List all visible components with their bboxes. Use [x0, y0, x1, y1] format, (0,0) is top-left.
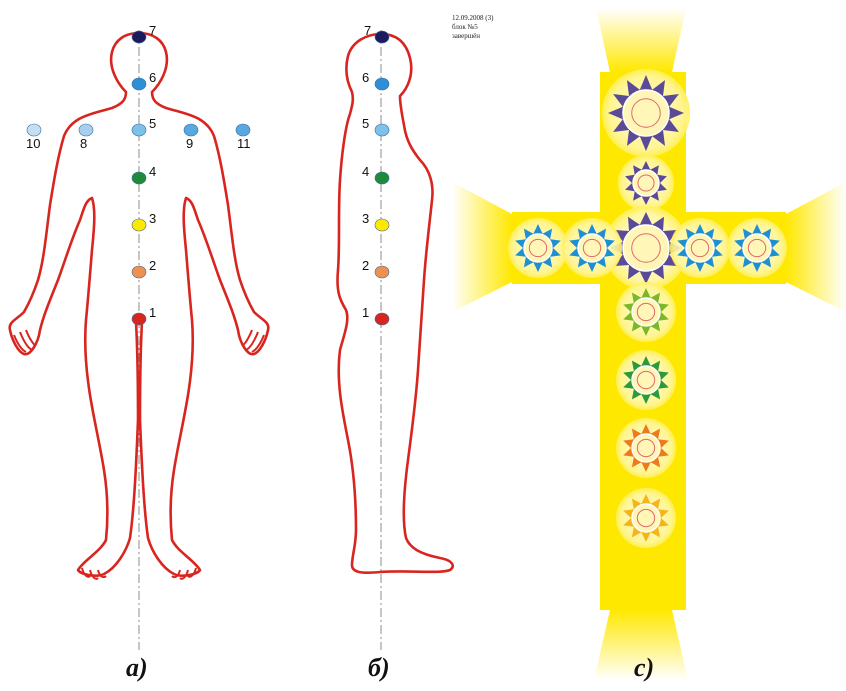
- side-point-1: [375, 313, 389, 325]
- front-point-10: [27, 124, 41, 136]
- front-view: 7 6 5 4 3 2 1 10 8 9 11: [10, 23, 269, 650]
- right-outer-chakra-icon: [727, 218, 787, 278]
- front-point-label-9: 9: [186, 136, 193, 151]
- heart-chakra-icon: [616, 350, 676, 410]
- front-point-label-8: 8: [80, 136, 87, 151]
- front-point-label-6: 6: [149, 70, 156, 85]
- front-point-label-1: 1: [149, 305, 156, 320]
- side-point-6: [375, 78, 389, 90]
- front-point-2: [132, 266, 146, 278]
- front-point-label-2: 2: [149, 258, 156, 273]
- front-point-label-5: 5: [149, 116, 156, 131]
- front-point-label-4: 4: [149, 164, 156, 179]
- front-point-label-11: 11: [237, 136, 251, 151]
- date-note: 12.09.2008 (3) блок №5 завершён: [452, 14, 494, 40]
- right-ray: [786, 182, 846, 312]
- front-point-3: [132, 219, 146, 231]
- side-point-7: [375, 31, 389, 43]
- side-point-2: [375, 266, 389, 278]
- side-point-label-4: 4: [362, 164, 369, 179]
- left-inner-chakra-icon: [562, 218, 622, 278]
- right-inner-chakra-icon: [670, 218, 730, 278]
- top-ray: [596, 8, 686, 72]
- sacral-chakra-icon: [616, 418, 676, 478]
- panel-label-c: с): [634, 653, 654, 682]
- front-point-1: [132, 313, 146, 325]
- front-point-11: [236, 124, 250, 136]
- solar-chakra-icon: [616, 282, 676, 342]
- chakra-cross: [452, 8, 846, 680]
- front-point-8: [79, 124, 93, 136]
- side-point-5: [375, 124, 389, 136]
- front-point-label-3: 3: [149, 211, 156, 226]
- side-point-label-3: 3: [362, 211, 369, 226]
- side-point-label-7: 7: [364, 23, 371, 38]
- side-body-outline: [337, 34, 452, 573]
- note-line-2: блок №5: [452, 23, 478, 31]
- side-point-label-2: 2: [362, 258, 369, 273]
- side-point-label-5: 5: [362, 116, 369, 131]
- front-point-4: [132, 172, 146, 184]
- side-point-3: [375, 219, 389, 231]
- side-point-label-6: 6: [362, 70, 369, 85]
- crown-chakra-icon: [602, 69, 690, 157]
- side-point-label-1: 1: [362, 305, 369, 320]
- front-point-9: [184, 124, 198, 136]
- left-ray: [452, 182, 512, 312]
- side-point-4: [375, 172, 389, 184]
- front-point-label-10: 10: [26, 136, 40, 151]
- note-line-3: завершён: [452, 32, 480, 40]
- panel-label-b: б): [368, 653, 390, 682]
- third-eye-chakra-icon: [618, 155, 674, 211]
- root-chakra-icon: [616, 488, 676, 548]
- note-line-1: 12.09.2008 (3): [452, 14, 494, 22]
- front-point-7: [132, 31, 146, 43]
- front-point-6: [132, 78, 146, 90]
- front-point-label-7: 7: [149, 23, 156, 38]
- left-outer-chakra-icon: [508, 218, 568, 278]
- panel-label-a: а): [126, 653, 148, 682]
- front-point-5: [132, 124, 146, 136]
- side-view: 7 6 5 4 3 2 1: [337, 23, 452, 650]
